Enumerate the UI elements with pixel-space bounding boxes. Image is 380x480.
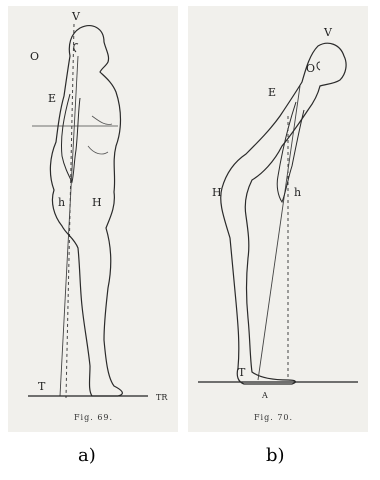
body-outline-a: [50, 26, 122, 396]
label-h-inner-b: h: [294, 186, 301, 199]
label-e-a: E: [48, 92, 56, 105]
label-o-b: O: [306, 62, 315, 75]
figure-b-drawing: V O E H h T A: [188, 6, 368, 432]
label-o-a: O: [30, 50, 39, 63]
label-h-outer-a: H: [92, 196, 102, 209]
label-e-b: E: [268, 86, 276, 99]
ear-b: [317, 62, 320, 70]
label-v-a: V: [71, 10, 81, 23]
signature-a: TR: [156, 393, 168, 402]
figure-b-caption: Fig. 70.: [254, 413, 293, 422]
body-outline-b: [221, 43, 346, 384]
label-t-b: T: [238, 366, 246, 379]
label-t-a: T: [38, 380, 46, 393]
figure-a-panel: V O E h H T TR Fig. 69.: [8, 6, 178, 432]
abdomen-mark-a: [88, 146, 108, 154]
figure-a-caption: Fig. 69.: [74, 413, 113, 422]
figure-b-panel: V O E H h T A Fig. 70.: [188, 6, 368, 432]
label-v-b: V: [323, 26, 333, 39]
label-h-inner-a: h: [58, 196, 65, 209]
figure-b-sublabel: b): [266, 445, 285, 466]
chest-mark-a: [92, 116, 112, 125]
axis-line-a: [60, 56, 78, 396]
label-a-b: A: [261, 391, 268, 400]
figure-a-sublabel: a): [78, 445, 96, 466]
label-h-outer-b: H: [212, 186, 222, 199]
ear-a: [74, 44, 78, 52]
figure-a-drawing: V O E h H T TR: [8, 6, 178, 432]
